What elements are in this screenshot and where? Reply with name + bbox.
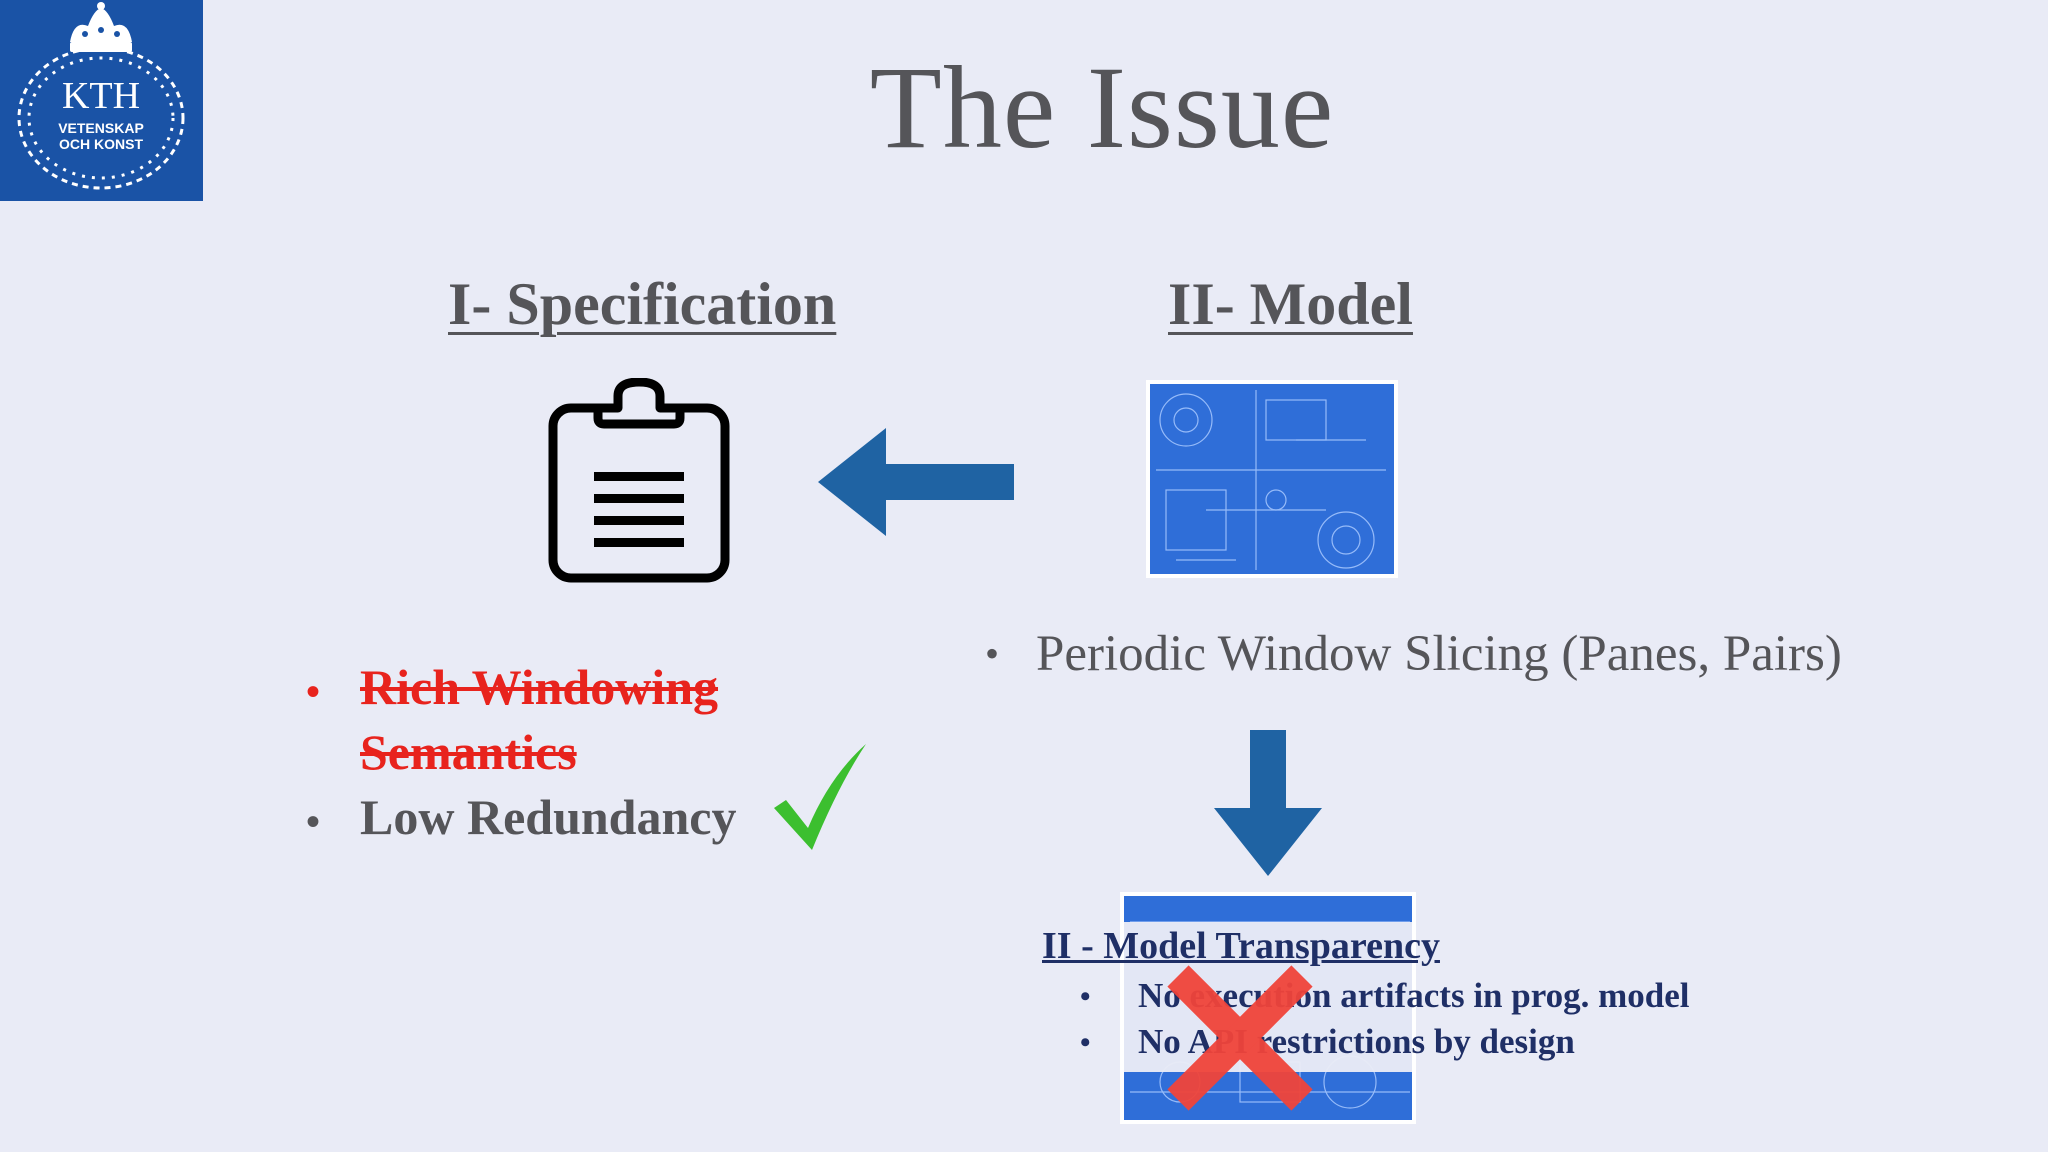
logo-line1: VETENSKAP <box>58 120 144 136</box>
blueprint-image <box>1146 380 1398 578</box>
clipboard-icon <box>548 378 730 583</box>
bullet-dot: • <box>985 631 1000 676</box>
bullet-low-redundancy: Low Redundancy <box>360 789 737 845</box>
logo-line2: OCH KONST <box>59 136 143 152</box>
slide-title: The Issue <box>869 42 1335 173</box>
red-x-icon <box>1167 965 1313 1111</box>
bullet-semantics: Semantics <box>360 724 577 780</box>
model-heading: II- Model <box>1168 271 1413 337</box>
down-arrow-icon <box>1214 730 1322 876</box>
kth-crest-icon: KTH VETENSKAP OCH KONST <box>17 2 185 190</box>
logo-title: KTH <box>62 75 140 117</box>
transparency-title: II - Model Transparency <box>1042 925 1440 967</box>
bullet-dot: • <box>1080 980 1091 1013</box>
left-arrow-icon <box>818 428 1014 536</box>
bullet-dot: • <box>306 799 321 844</box>
bullet-dot: • <box>306 669 321 714</box>
bullet-periodic-window-slicing: Periodic Window Slicing (Panes, Pairs) <box>1036 626 1842 682</box>
bullet-dot: • <box>1080 1026 1091 1059</box>
bullet-rich-windowing: Rich Windowing <box>360 659 719 715</box>
checkmark-icon <box>774 744 866 850</box>
kth-logo: KTH VETENSKAP OCH KONST <box>0 0 203 201</box>
specification-heading: I- Specification <box>448 271 837 337</box>
